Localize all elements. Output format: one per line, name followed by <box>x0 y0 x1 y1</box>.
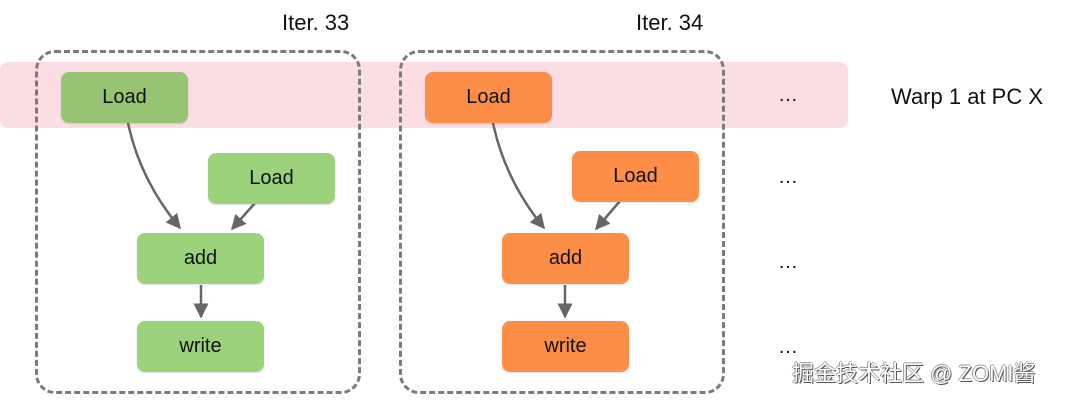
node-load-b-33: Load <box>208 153 335 204</box>
node-load-b-34: Load <box>572 151 699 202</box>
edge-load-b-to-add-33 <box>231 202 256 231</box>
ellipsis-row-1: … <box>778 84 799 106</box>
node-load-a-33: Load <box>61 72 188 123</box>
iteration-box-33 <box>35 50 361 394</box>
iteration-box-34 <box>399 50 725 394</box>
warp-label: Warp 1 at PC X <box>891 84 1044 109</box>
node-write-33: write <box>137 321 264 372</box>
node-load-a-34: Load <box>425 72 552 123</box>
node-write-34: write <box>502 321 629 372</box>
ellipsis-row-2: … <box>778 166 799 188</box>
edge-load-a-to-add-33 <box>126 122 181 230</box>
ellipsis-row-3: … <box>778 251 799 273</box>
ellipsis-row-4: … <box>778 336 799 358</box>
node-add-34: add <box>502 233 629 284</box>
iteration-label-33: Iter. 33 <box>282 10 350 35</box>
edge-load-b-to-add-34 <box>595 200 621 231</box>
node-add-33: add <box>137 233 264 284</box>
edge-load-a-to-add-34 <box>491 122 545 230</box>
iteration-label-34: Iter. 34 <box>636 10 704 35</box>
watermark: 掘金技术社区 @ ZOMI酱 <box>792 361 1036 386</box>
